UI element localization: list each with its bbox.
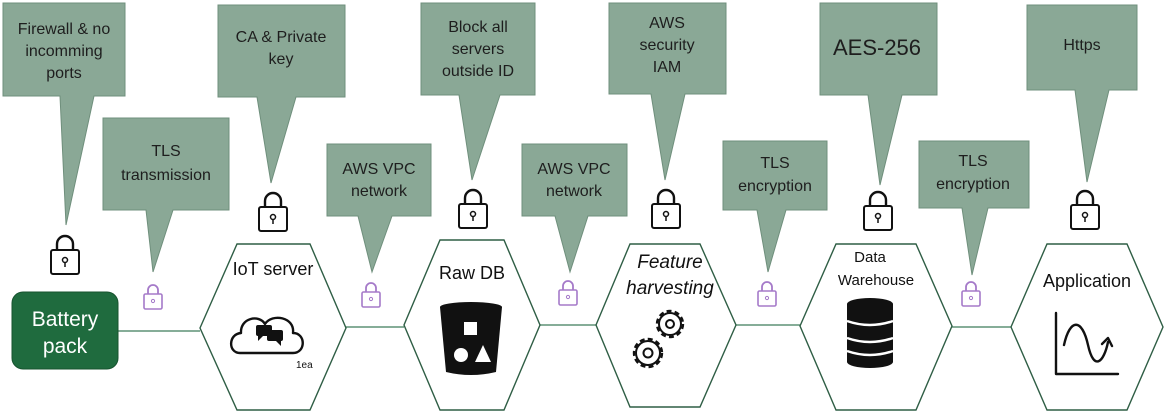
node-battery-pack: Battery pack <box>11 291 119 370</box>
feature-label-line-1: Feature <box>637 252 702 273</box>
iot-badge: 1ea <box>296 360 313 371</box>
callout-aws-vpc-1-line-2: network <box>351 183 408 200</box>
lock-icon <box>50 234 80 275</box>
lock-icon <box>757 281 777 307</box>
callout-https-text: Https <box>1063 37 1100 54</box>
lock-icon <box>863 190 893 231</box>
callout-block-line-3: outside ID <box>442 63 514 80</box>
lock-icon <box>458 188 488 229</box>
gears-icon <box>632 309 685 369</box>
callout-tls-encryption-1-line-2: encryption <box>738 178 812 195</box>
callout-aws-vpc-1-line-1: AWS VPC <box>342 161 415 178</box>
callout-block-line-2: servers <box>452 41 504 58</box>
node-data-warehouse: Data Warehouse <box>799 243 953 411</box>
lock-icon <box>1070 189 1100 230</box>
callout-block-line-1: Block all <box>448 19 508 36</box>
callout-aws-security: AWS security IAM <box>608 2 727 181</box>
callout-aes: AES-256 <box>819 2 938 186</box>
node-application: Application <box>1010 243 1164 411</box>
callout-firewall-line-2: incomming <box>25 43 102 60</box>
callout-aws-security-line-2: security <box>639 37 694 54</box>
node-feature-harvesting: Feature harvesting <box>595 243 737 408</box>
callout-tls-encryption-2: TLS encryption <box>918 140 1030 276</box>
callout-aws-vpc-2-line-1: AWS VPC <box>537 161 610 178</box>
raw-db-label: Raw DB <box>439 263 505 283</box>
warehouse-label-line-1: Data <box>854 249 886 266</box>
callout-firewall: Firewall & no incomming ports <box>2 2 126 226</box>
callout-aws-vpc-2: AWS VPC network <box>521 143 628 274</box>
callout-aes-text: AES-256 <box>833 35 921 60</box>
lock-icon <box>651 188 681 229</box>
callout-aws-vpc-2-line-2: network <box>546 183 603 200</box>
application-label: Application <box>1043 271 1131 291</box>
callout-tls-transmission-line-2: transmission <box>121 167 211 184</box>
battery-label-line-1: Battery <box>32 308 99 331</box>
callout-firewall-line-1: Firewall & no <box>18 21 111 38</box>
callout-tls-encryption-2-line-2: encryption <box>936 176 1010 193</box>
callout-ca-line-1: CA & Private <box>236 29 327 46</box>
callout-tls-encryption-2-line-1: TLS <box>958 153 987 170</box>
feature-label-line-2: harvesting <box>626 278 714 299</box>
warehouse-label-line-2: Warehouse <box>838 272 914 289</box>
iot-server-label: IoT server <box>233 259 314 279</box>
callout-https: Https <box>1026 4 1138 183</box>
database-icon <box>846 298 894 368</box>
callout-firewall-line-3: ports <box>46 65 82 82</box>
lock-icon <box>258 191 288 232</box>
lock-icon <box>143 284 163 310</box>
wave-chart-icon <box>1054 311 1120 376</box>
lock-icon <box>361 282 381 308</box>
callout-ca-private-key: CA & Private key <box>217 4 346 184</box>
callout-ca-line-2: key <box>269 51 294 68</box>
callout-aws-security-line-1: AWS <box>649 15 685 32</box>
node-raw-db: Raw DB <box>403 239 541 411</box>
node-iot-server: IoT server 1ea <box>199 243 347 411</box>
callout-tls-transmission-line-1: TLS <box>151 143 180 160</box>
lock-icon <box>961 281 981 307</box>
callout-tls-transmission: TLS transmission <box>102 117 230 273</box>
lock-icon <box>558 280 578 306</box>
battery-label-line-2: pack <box>43 335 88 358</box>
chat-cloud-icon <box>229 316 304 355</box>
callout-aws-vpc-1: AWS VPC network <box>326 143 432 274</box>
connectors <box>118 324 1011 332</box>
callout-tls-encryption-1-line-1: TLS <box>760 155 789 172</box>
bucket-shapes-icon <box>440 302 502 375</box>
callout-tls-encryption-1: TLS encryption <box>722 140 828 273</box>
callout-block-servers: Block all servers outside ID <box>420 2 536 181</box>
callout-aws-security-line-3: IAM <box>653 59 681 76</box>
